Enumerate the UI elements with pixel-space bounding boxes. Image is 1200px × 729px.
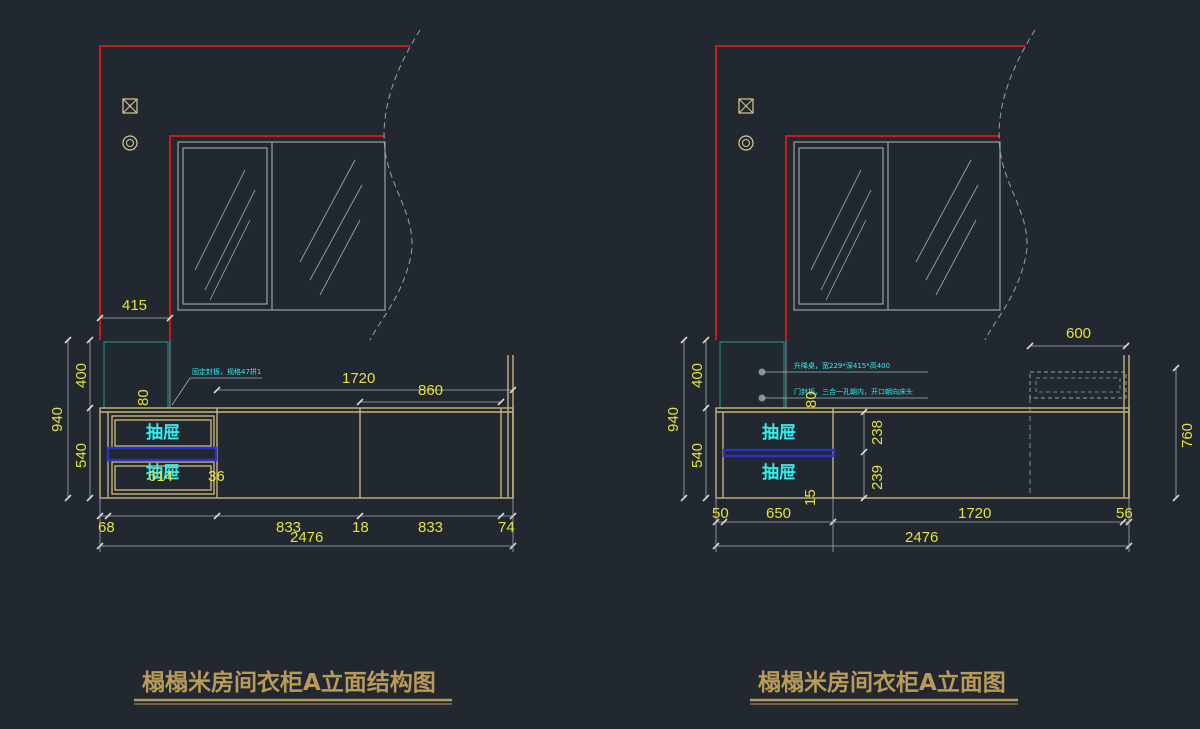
right-socket-icon (738, 135, 754, 151)
left-dim-2476: 2476 (290, 529, 323, 546)
right-dim-2476: 2476 (905, 529, 938, 546)
left-dim-940: 940 (49, 407, 66, 432)
right-break-line (984, 29, 1036, 341)
left-socket-icon (122, 135, 138, 151)
left-drawer-label-top: 抽屉 (146, 422, 180, 443)
right-dim-940: 940 (665, 407, 682, 432)
right-wall-outline (715, 45, 1025, 340)
left-dim-68: 68 (98, 519, 115, 536)
left-window-wall (169, 135, 385, 340)
left-note-leader (171, 377, 191, 406)
right-note2-text: 门封板，三合一孔朝内，开口朝向床头 (794, 387, 913, 396)
right-switch-icon (738, 98, 754, 114)
right-bedhead (1029, 371, 1127, 498)
left-dim-614: 614 (148, 468, 173, 485)
right-dim-15: 15 (802, 489, 819, 506)
left-dim-540: 540 (73, 443, 90, 468)
left-dim-833b: 833 (418, 519, 443, 536)
left-wall-outline (99, 45, 410, 340)
left-dim-415: 415 (122, 297, 147, 314)
right-dim-56: 56 (1116, 505, 1133, 522)
left-dim-860: 860 (418, 382, 443, 399)
right-dim-540: 540 (689, 443, 706, 468)
left-dim-36: 36 (208, 468, 225, 485)
left-dim-80: 80 (135, 389, 152, 406)
left-dim-1720: 1720 (342, 370, 375, 387)
right-window-wall (785, 135, 1000, 340)
right-dim-50: 50 (712, 505, 729, 522)
right-dim-239: 239 (869, 465, 886, 490)
right-window (793, 141, 1001, 311)
left-drawer-label-bottom: 抽屉 (146, 462, 180, 483)
left-break-line (369, 29, 421, 341)
right-dim-600: 600 (1066, 325, 1091, 342)
right-title: 榻榻米房间衣柜A立面图 (758, 669, 1006, 696)
right-drawer-label-bottom: 抽屉 (762, 462, 796, 483)
right-dim-650: 650 (766, 505, 791, 522)
left-cabinet (99, 355, 514, 499)
right-drawer-handle (722, 448, 836, 458)
left-dim-18: 18 (352, 519, 369, 536)
right-drawer-label-top: 抽屉 (762, 422, 796, 443)
left-dim-74: 74 (498, 519, 515, 536)
left-title: 榻榻米房间衣柜A立面结构图 (142, 669, 436, 696)
right-dim-80: 80 (803, 391, 820, 408)
left-dim-833a: 833 (276, 519, 301, 536)
left-drawer-handle (106, 446, 218, 462)
right-elevation: 抽屉 抽屉 升降桌，宽229*深415*高400 门封板，三合一孔朝内，开口朝向… (665, 29, 1196, 705)
right-dim-238: 238 (869, 420, 886, 445)
right-dim-760: 760 (1179, 423, 1196, 448)
left-dimensions (64, 314, 517, 552)
right-dim-400: 400 (689, 363, 706, 388)
left-window (177, 141, 386, 311)
right-dim-1720: 1720 (958, 505, 991, 522)
left-switch-icon (122, 98, 138, 114)
left-elevation: 抽屉 抽屉 固定封板，规格47拼1 415 (49, 29, 517, 705)
right-dimensions (680, 336, 1180, 552)
left-note-text: 固定封板，规格47拼1 (192, 367, 261, 376)
right-note1-text: 升降桌，宽229*深415*高400 (794, 361, 890, 370)
right-cabinet (715, 355, 1130, 499)
left-dim-400: 400 (73, 363, 90, 388)
